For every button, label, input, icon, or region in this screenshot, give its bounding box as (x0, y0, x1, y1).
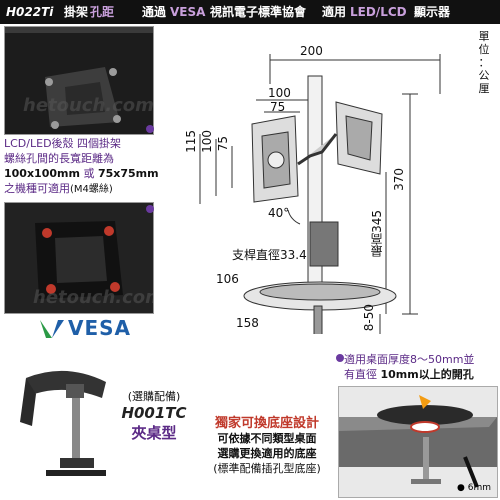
vesa-logo-icon (40, 320, 64, 338)
mount-plate-image (5, 27, 153, 134)
base-design-info: 獨家可換底座設計 可依據不同類型桌面 選購更換適用的底座 (標準配備插孔型底座) (196, 416, 338, 476)
optional-label: (選購配備) (127, 390, 181, 403)
header-text-7: LED/LCD (350, 5, 407, 19)
hex-key-size: 6mm (467, 483, 491, 493)
size-100: 100x100mm (4, 167, 80, 180)
vesa-description: LCD/LED後殼 四個掛架 螺絲孔間的長寬距離為 100x100mm 或 75… (4, 136, 159, 197)
header-text-6: 適用 (322, 5, 347, 19)
header-text-3: 通過 (142, 5, 167, 19)
desc-line-2: 螺絲孔間的長寬距離為 (4, 152, 114, 165)
unit-char: ： (478, 56, 490, 69)
stand-diagram (199, 54, 441, 334)
dim-100-top: 100 (268, 86, 291, 100)
dim-75-side: 75 (216, 136, 230, 152)
callout-dot (146, 205, 154, 213)
vesa-plate-image (5, 203, 153, 313)
base-line-2: 選購更換適用的底座 (217, 447, 317, 460)
dim-8-50: 8-50 (362, 304, 376, 332)
header-text-1: 掛架 (64, 5, 89, 19)
watermark: hetouch.com (33, 287, 154, 308)
header-text-8: 顯示器 (414, 5, 451, 19)
dim-115: 115 (184, 130, 198, 153)
header-text-2: 孔距 (90, 5, 115, 19)
desc-or: 或 (83, 167, 95, 180)
dim-345: 最高345 (370, 210, 384, 257)
callout-dot (336, 354, 344, 362)
desc-line-1: LCD/LED後殼 四個掛架 (4, 137, 122, 150)
header-text-4: VESA (170, 5, 206, 19)
unit-label: 單 位 ： 公 厘 (474, 30, 494, 95)
dim-75-top: 75 (270, 100, 286, 114)
base-line-3: (標準配備插孔型底座) (213, 462, 321, 475)
dim-158: 158 (236, 316, 259, 330)
dim-200: 200 (300, 44, 323, 58)
vesa-plate-photo: hetouch.com (4, 202, 154, 314)
pole-diameter: 支桿直徑33.4 (232, 248, 307, 262)
hex-key-label: ● 6mm (457, 483, 491, 493)
screw-spec: (M4螺絲) (70, 184, 113, 195)
dim-angle: 40° (268, 206, 290, 220)
vesa-logo: VESA (38, 316, 148, 342)
callout-dot (146, 125, 154, 133)
clamp-photo (6, 358, 114, 494)
title-bar: H022Ti 掛架 孔距 通過 VESA 視訊電子標準協會 適用 LED/LCD… (0, 0, 500, 24)
vesa-logo-text: VESA (68, 316, 132, 340)
clamp-image (20, 370, 106, 476)
unit-char: 位 (478, 43, 490, 56)
clamp-type: 夾桌型 (131, 424, 177, 442)
model-number: H022Ti (6, 5, 54, 19)
desk-line-2a: 有直徑 (344, 368, 377, 381)
dim-100-side: 100 (200, 130, 214, 153)
watermark: hetouch.com (23, 95, 154, 116)
clamp-info: (選購配備) H001TC 夾桌型 (114, 388, 194, 443)
desk-install-photo: ● 6mm (338, 386, 498, 498)
desk-install-image (339, 395, 497, 488)
mount-back-photo: hetouch.com (4, 26, 154, 135)
clamp-model: H001TC (121, 404, 187, 422)
desk-line-2b: 10mm以上的開孔 (380, 368, 474, 381)
base-title: 獨家可換底座設計 (214, 416, 319, 431)
desk-requirement: 適用桌面厚度8～50mm並 有直徑 10mm以上的開孔 (344, 352, 474, 382)
unit-char: 公 (478, 69, 490, 82)
dim-106: 106 (216, 272, 239, 286)
unit-char: 厘 (478, 82, 490, 95)
desk-line-1: 適用桌面厚度8～50mm並 (344, 353, 475, 366)
dim-370: 370 (392, 168, 406, 191)
size-75: 75x75mm (97, 167, 159, 180)
desc-line-4: 之機種可適用 (4, 182, 70, 195)
header-text-5: 視訊電子標準協會 (210, 5, 307, 19)
base-line-1: 可依據不同類型桌面 (217, 432, 317, 445)
unit-char: 單 (478, 30, 490, 43)
